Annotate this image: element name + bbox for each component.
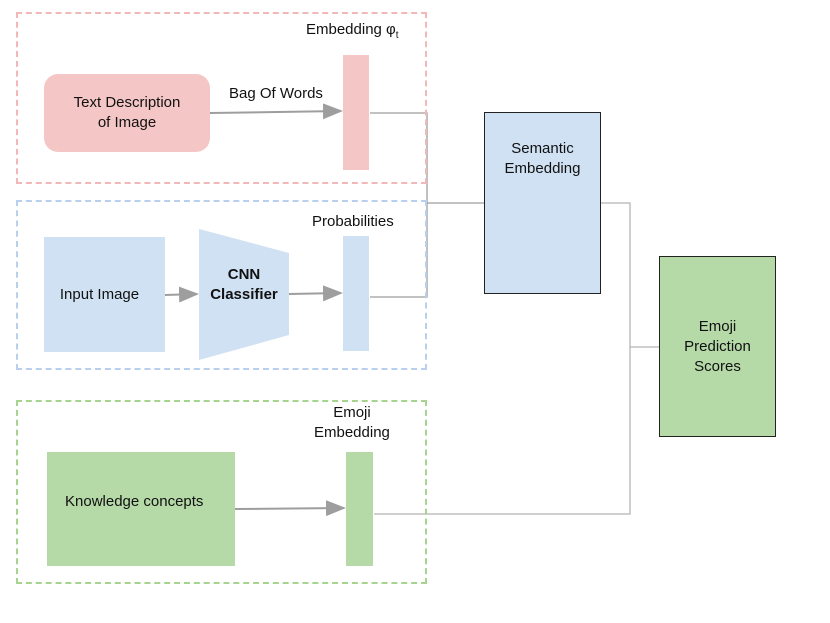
- text-vector: [343, 55, 369, 170]
- knowledge-concepts-label: Knowledge concepts: [65, 493, 204, 510]
- text-description-box: Text Description of Image: [44, 74, 210, 152]
- emoji-prediction-scores-box: Emoji Prediction Scores: [659, 256, 776, 437]
- probabilities-title: Probabilities: [312, 213, 394, 230]
- scores-line1: Emoji: [698, 317, 737, 335]
- cnn-classifier-label: CNN Classifier: [199, 265, 289, 305]
- semantic-to-scores-connector: [374, 202, 631, 515]
- emoji-embedding-panel: [16, 400, 427, 584]
- scores-line2: Prediction: [684, 337, 751, 355]
- emoji-title-line1: Emoji: [333, 404, 371, 421]
- text-vector-connector: [370, 112, 428, 298]
- text-embedding-title: Embedding φt: [306, 21, 399, 45]
- cnn-label-line1: CNN: [227, 266, 261, 283]
- cnn-label-line2: Classifier: [210, 286, 278, 303]
- image-panel: [16, 200, 427, 370]
- semantic-embedding-box: Semantic Embedding: [484, 112, 601, 294]
- text-embedding-title-subscript: t: [395, 30, 399, 41]
- image-to-cnn-arrow: [164, 286, 199, 303]
- knowledge-concepts-box: Knowledge concepts: [47, 452, 235, 566]
- text-embedding-panel: [16, 12, 427, 184]
- bag-of-words-arrow: [209, 103, 343, 120]
- text-embedding-title-text: Embedding φ: [306, 21, 396, 38]
- knowledge-to-emoji-arrow: [234, 500, 346, 517]
- semantic-line2: Embedding: [504, 160, 581, 177]
- emoji-embedding-title: Emoji Embedding: [314, 403, 390, 443]
- text-description-label: Text Description of Image: [73, 94, 181, 131]
- cnn-to-probabilities-arrow: [288, 285, 343, 302]
- input-image-label: Input Image: [59, 285, 140, 303]
- scores-line3: Scores: [694, 357, 741, 375]
- bag-of-words-label: Bag Of Words: [229, 85, 323, 102]
- emoji-vector: [346, 452, 373, 566]
- semantic-line1: Semantic: [511, 140, 574, 157]
- emoji-title-line2: Embedding: [314, 424, 390, 441]
- cnn-classifier-shape: [199, 229, 289, 360]
- input-image-box: Input Image: [44, 237, 165, 352]
- probabilities-vector: [343, 236, 369, 351]
